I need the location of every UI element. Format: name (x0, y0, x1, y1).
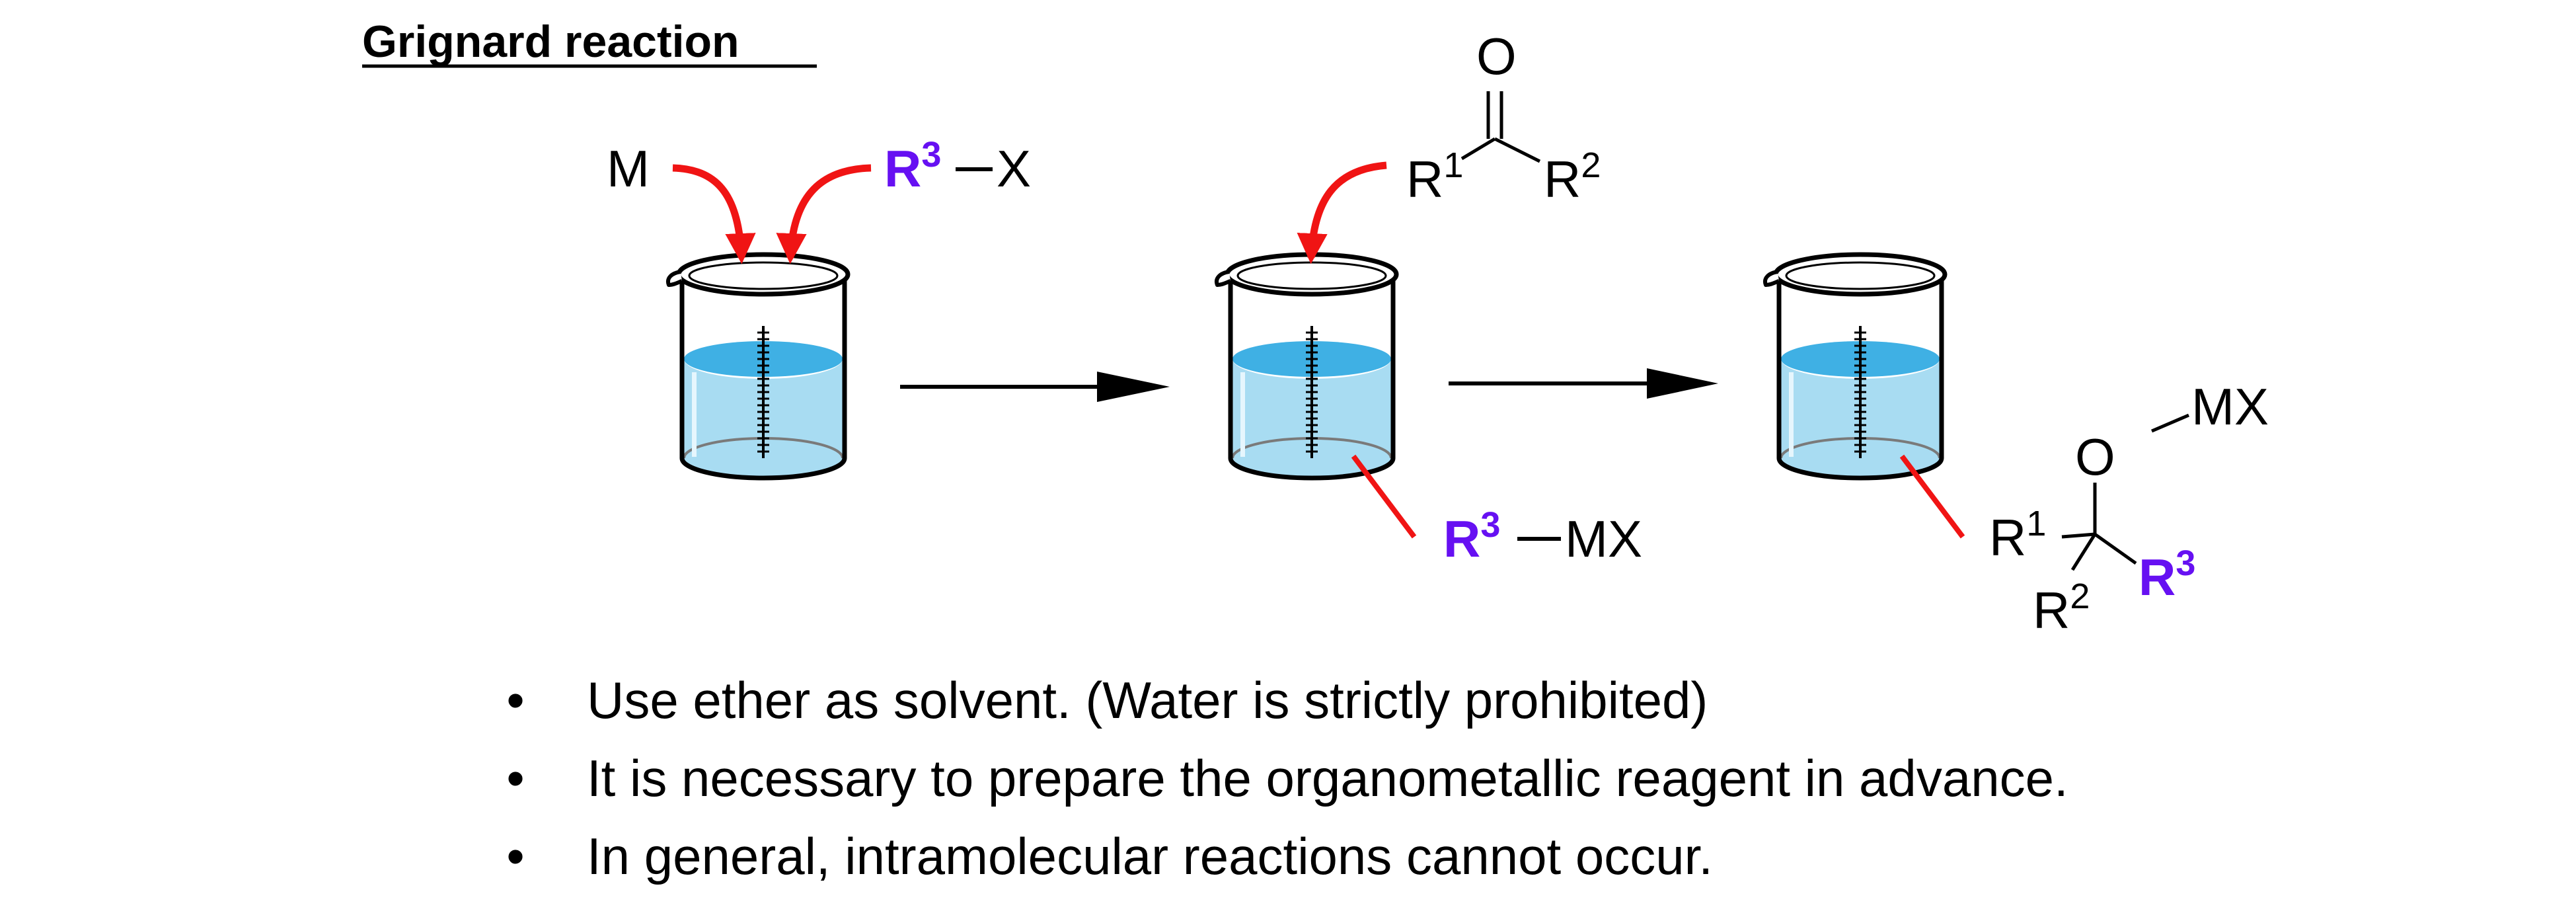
note-item: • In general, intramolecular reactions ca… (502, 817, 2068, 895)
halogen-label: X (997, 140, 1031, 198)
bullet-icon: • (506, 749, 525, 807)
note-item: • It is necessary to prepare the organome… (502, 739, 2068, 817)
beaker-icon (1765, 255, 1945, 478)
reaction-arrow-icon (900, 372, 1170, 402)
product-oxygen: O (2075, 428, 2115, 486)
note-item: • Use ether as solvent. (Water is strictl… (502, 661, 2068, 739)
note-text: In general, intramolecular reactions can… (587, 827, 1713, 885)
addition-arrow-icon (672, 164, 756, 264)
product-structure (2061, 413, 2189, 571)
halide-label: R3 (884, 135, 941, 198)
note-text: Use ether as solvent. (Water is strictly… (587, 671, 1708, 729)
reaction-arrow-icon (1449, 368, 1718, 399)
bullet-icon: • (506, 671, 525, 729)
grignard-reagent-label: R3 (1443, 505, 1500, 568)
beaker-icon (1217, 255, 1396, 478)
addition-arrow-icon (776, 164, 872, 264)
ketone-oxygen: O (1476, 27, 1517, 85)
addition-arrow-icon (1297, 161, 1387, 264)
product-r1: R1 (1989, 504, 2046, 567)
bullet-icon: • (506, 827, 525, 885)
product-pointer (1899, 454, 1965, 539)
reagent-mx: MX (1565, 510, 1642, 568)
reagent-pointer (1351, 454, 1417, 539)
product-r2: R2 (2033, 577, 2090, 639)
ketone-structure (1460, 91, 1541, 163)
note-text: It is necessary to prepare the organomet… (587, 749, 2068, 807)
ketone-r2: R2 (1544, 145, 1601, 208)
ketone-r1: R1 (1406, 145, 1463, 208)
page-title: Grignard reaction (362, 17, 739, 67)
product-mx: MX (2191, 378, 2269, 436)
product-r3: R3 (2139, 543, 2195, 606)
notes-list: • Use ether as solvent. (Water is strictl… (502, 661, 2068, 895)
metal-label: M (607, 140, 650, 198)
beaker-icon (668, 255, 848, 478)
